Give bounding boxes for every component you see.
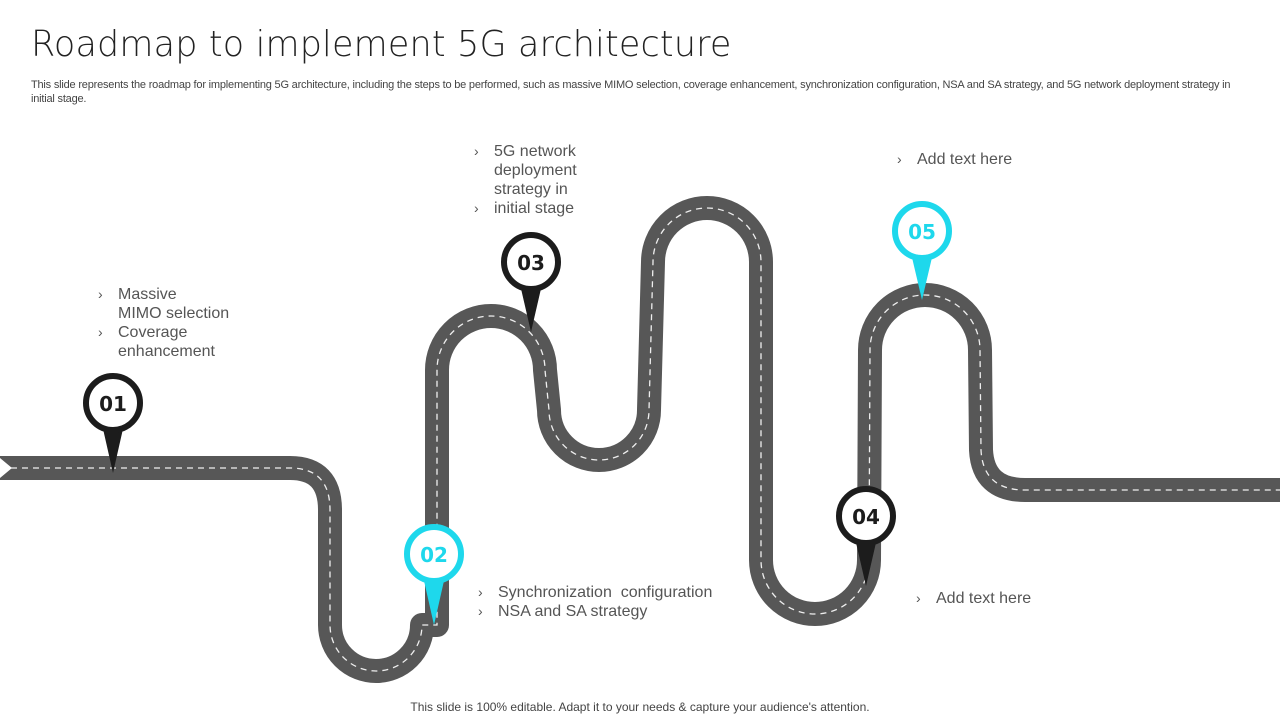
pin-05-number: 05	[908, 220, 936, 244]
bullet-text: Add text here	[936, 590, 1032, 607]
milestone-01-text: › Massive MIMO selection › Coverage enha…	[98, 285, 229, 361]
chevron-right-icon: ›	[916, 590, 921, 606]
bullet-item: › Add text here	[916, 589, 1031, 608]
milestone-pin-01[interactable]: 01	[83, 373, 143, 473]
pin-04-pointer	[854, 534, 878, 586]
bullet-text: Coverage enhancement	[118, 324, 215, 360]
bullet-item: › Synchronization configuration	[478, 583, 712, 602]
milestone-04-text: › Add text here	[916, 589, 1031, 608]
bullet-item: › Massive MIMO selection	[98, 285, 229, 323]
pin-05-pointer	[910, 249, 934, 300]
bullet-item: › NSA and SA strategy	[478, 602, 712, 621]
slide-footer: This slide is 100% editable. Adapt it to…	[410, 700, 870, 714]
chevron-right-icon: ›	[478, 584, 483, 600]
milestone-02-text: › Synchronization configuration › NSA an…	[478, 583, 712, 621]
pin-02-pointer	[422, 572, 446, 625]
bullet-text: Add text here	[917, 151, 1013, 168]
pin-01-pointer	[101, 420, 125, 473]
bullet-text: Massive MIMO selection	[118, 286, 230, 322]
pin-02-number: 02	[420, 543, 448, 567]
milestone-pin-02[interactable]: 02	[404, 524, 464, 625]
bullet-item: › Coverage enhancement	[98, 323, 229, 361]
milestone-pin-05[interactable]: 05	[892, 201, 952, 300]
pin-03-pointer	[519, 280, 543, 332]
chevron-right-icon: ›	[474, 143, 479, 159]
pin-04-number: 04	[852, 505, 880, 529]
chevron-right-icon: ›	[98, 286, 103, 302]
slide-subtitle: This slide represents the roadmap for im…	[31, 79, 1231, 105]
bullet-text: initial stage	[494, 200, 575, 217]
bullet-item: › 5G network deployment strategy in	[474, 142, 577, 199]
milestone-03-text: › 5G network deployment strategy in › in…	[474, 142, 577, 218]
road-start-notch	[0, 458, 12, 478]
chevron-right-icon: ›	[897, 151, 902, 167]
chevron-right-icon: ›	[474, 200, 479, 216]
milestone-pin-03[interactable]: 03	[501, 232, 561, 332]
slide-title: Roadmap to implement 5G architecture	[31, 24, 732, 65]
milestone-pin-04[interactable]: 04	[836, 486, 896, 586]
bullet-text: Synchronization configuration	[498, 584, 713, 601]
lane-marking	[0, 207, 1280, 672]
chevron-right-icon: ›	[98, 324, 103, 340]
pin-01-number: 01	[99, 392, 127, 416]
pin-03-number: 03	[517, 251, 545, 275]
bullet-item: › Add text here	[897, 150, 1012, 169]
bullet-text: NSA and SA strategy	[498, 603, 648, 620]
bullet-item: › initial stage	[474, 199, 577, 218]
milestone-05-text: › Add text here	[897, 150, 1012, 169]
bullet-text: 5G network deployment strategy in	[494, 143, 577, 198]
chevron-right-icon: ›	[478, 603, 483, 619]
